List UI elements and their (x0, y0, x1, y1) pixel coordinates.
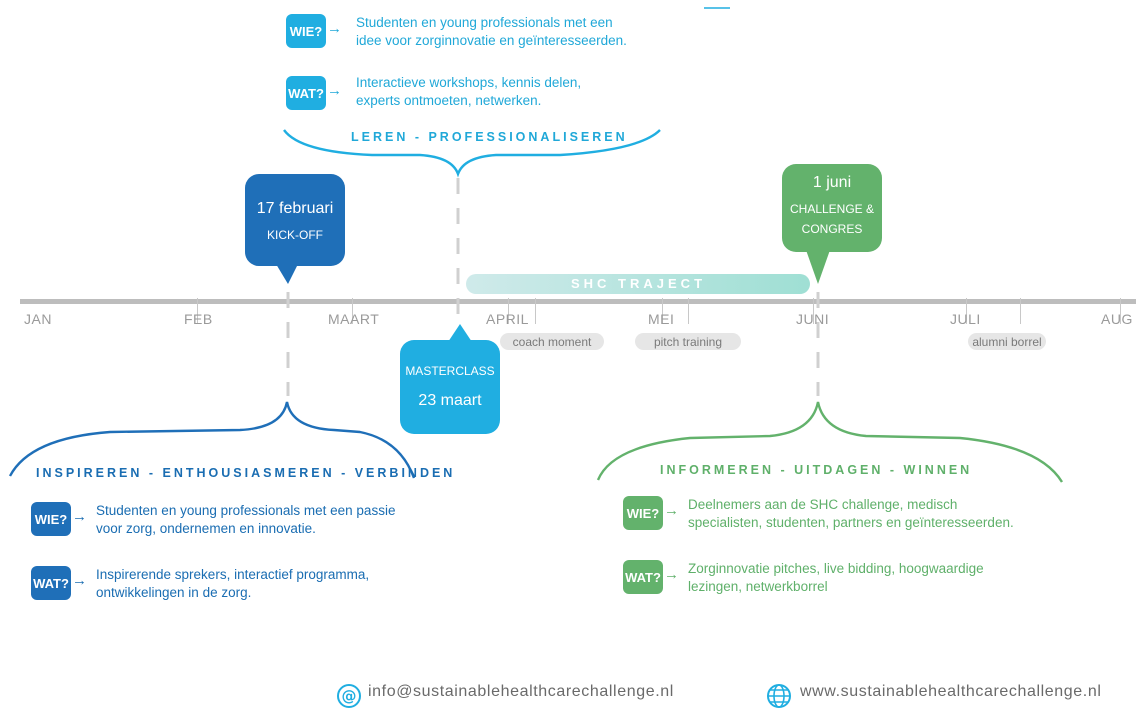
month-feb: FEB (184, 311, 213, 327)
left-brace (8, 401, 416, 479)
challenge-pointer (806, 250, 830, 284)
right-wie-text: Deelnemers aan de SHC challenge, medisch… (688, 497, 1014, 530)
month-juli: JULI (950, 311, 981, 327)
month-mei: MEI (648, 311, 675, 327)
email-icon: @ (336, 683, 362, 709)
shc-trajectory-label: SHC TRAJECT (571, 276, 707, 291)
top-wat-badge: WAT? (286, 76, 326, 110)
right-brace (596, 401, 1064, 483)
right-wie-badge: WIE? (623, 496, 663, 530)
timeline-bar (20, 299, 1136, 304)
left-wat-text: Inspirerende sprekers, interactief progr… (96, 567, 370, 600)
left-wie-text: Studenten en young professionals met een… (96, 503, 396, 536)
tick-juli (966, 298, 967, 324)
challenge-callout: 1 juni CHALLENGE & CONGRES (782, 164, 882, 252)
right-wat-badge: WAT? (623, 560, 663, 594)
left-wie-badge: WIE? (31, 502, 71, 536)
top-heading: LEREN - PROFESSIONALISEREN (351, 130, 628, 144)
email-link[interactable]: info@sustainablehealthcarechallenge.nl (368, 683, 674, 700)
month-jan: JAN (24, 311, 52, 327)
tick-feb (197, 298, 198, 324)
kickoff-callout: 17 februari KICK-OFF (245, 174, 345, 266)
month-juni: JUNI (796, 311, 830, 327)
left-heading: INSPIREREN - ENTHOUSIASMEREN - VERBINDEN (36, 466, 456, 480)
website-link[interactable]: www.sustainablehealthcarechallenge.nl (800, 683, 1102, 700)
kickoff-pointer (276, 264, 298, 284)
pill-coach-moment: coach moment (500, 333, 604, 350)
tick-mei-2 (688, 298, 689, 324)
tick-aug (1120, 298, 1121, 324)
top-wie-badge: WIE? (286, 14, 326, 48)
globe-icon (766, 683, 792, 709)
arrow-icon: → (72, 572, 87, 589)
tick-april (508, 298, 509, 324)
tick-april-2 (535, 298, 536, 324)
top-brace (283, 129, 661, 178)
shc-trajectory-bar (466, 274, 810, 294)
tick-juni (813, 298, 814, 324)
tick-maart (352, 298, 353, 324)
tick-mei (662, 298, 663, 324)
right-heading: INFORMEREN - UITDAGEN - WINNEN (660, 463, 973, 477)
top-wat-text: Interactieve workshops, kennis delen, ex… (356, 75, 582, 108)
left-wat-badge: WAT? (31, 566, 71, 600)
arrow-icon: → (72, 508, 87, 525)
month-aug: AUG (1101, 311, 1133, 327)
month-maart: MAART (328, 311, 380, 327)
arrow-icon: → (327, 20, 342, 37)
top-wie-text: Studenten en young professionals met een… (356, 15, 627, 48)
month-april: APRIL (486, 311, 529, 327)
pill-alumni-borrel: alumni borrel (968, 333, 1046, 350)
pill-pitch-training: pitch training (635, 333, 741, 350)
masterclass-pointer (448, 324, 472, 342)
svg-text:@: @ (342, 687, 357, 705)
arrow-icon: → (327, 82, 342, 99)
arrow-icon: → (664, 566, 679, 583)
arrow-icon: → (664, 502, 679, 519)
tick-juli-2 (1020, 298, 1021, 324)
right-wat-text: Zorginnovatie pitches, live bidding, hoo… (688, 561, 984, 594)
masterclass-callout: MASTERCLASS 23 maart (400, 340, 500, 434)
